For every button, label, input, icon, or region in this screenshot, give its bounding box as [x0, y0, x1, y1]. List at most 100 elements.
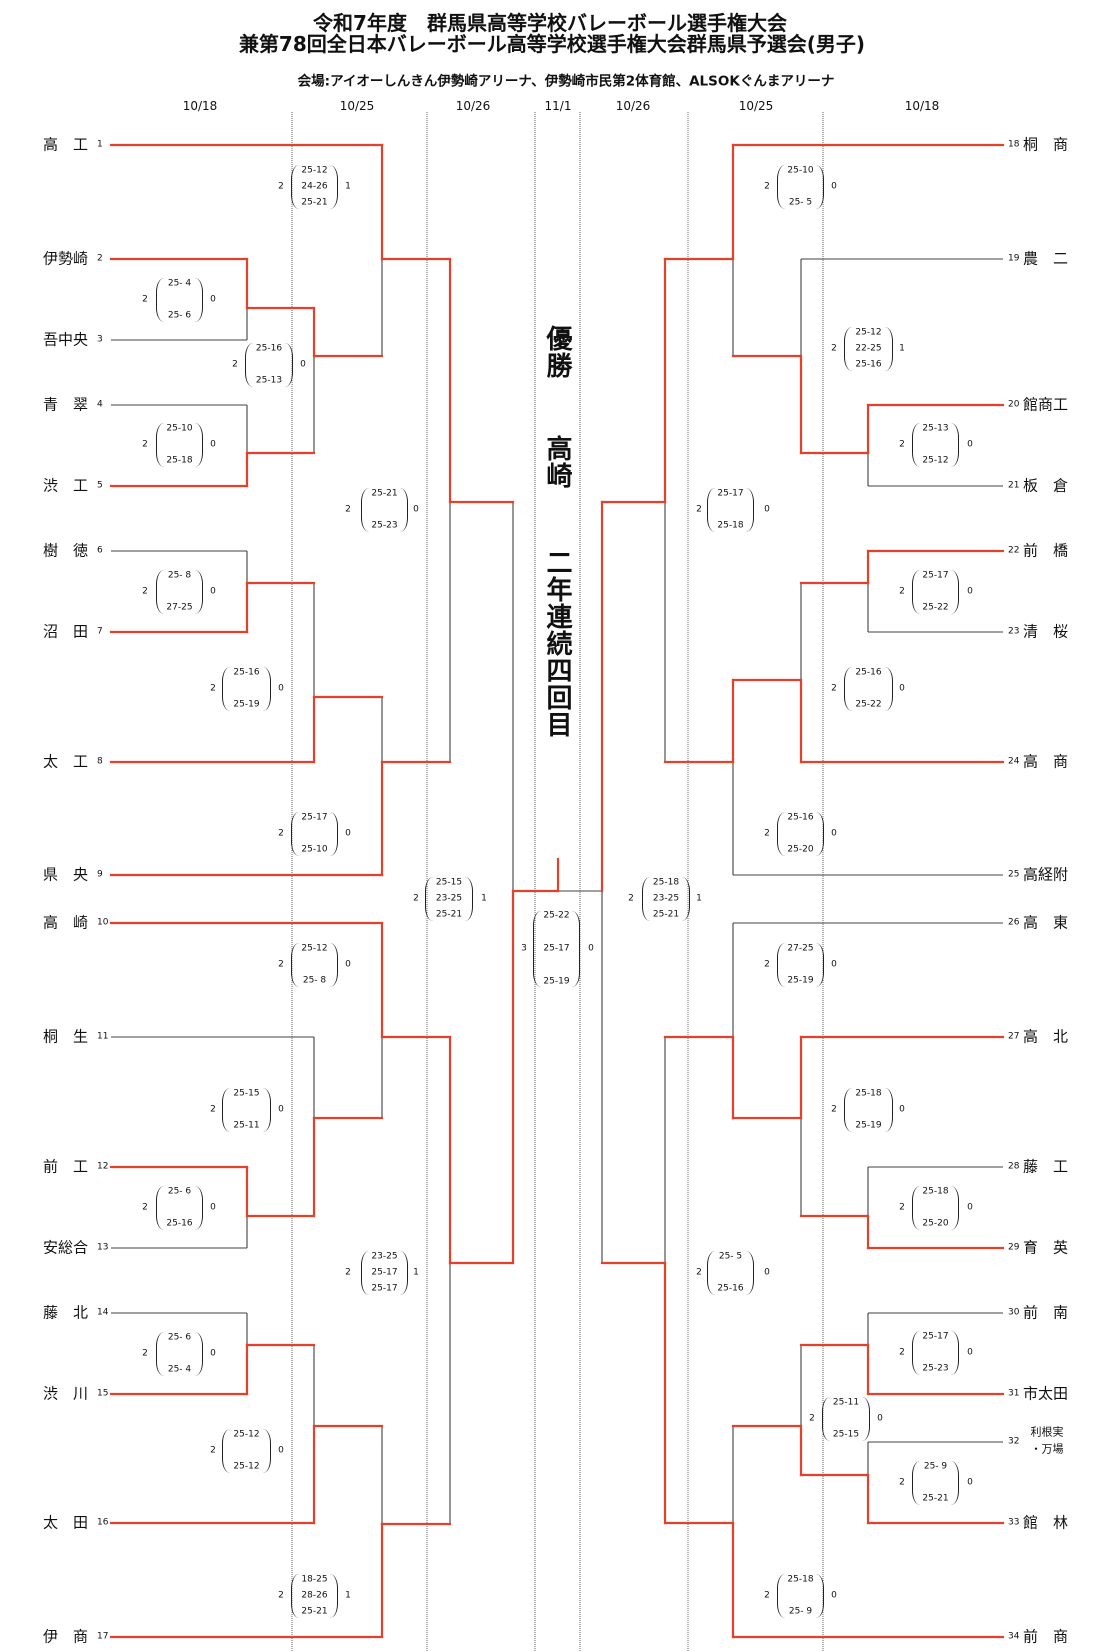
match-loser-sets: 1 — [696, 893, 702, 904]
match-set-score: 25-16 — [166, 1218, 193, 1229]
match-set-score: 25-16 — [855, 667, 882, 678]
match-winner-sets: 2 — [831, 683, 837, 694]
team-seed-number: 22 — [1008, 545, 1020, 556]
team-seed-number: 7 — [97, 626, 103, 637]
team-seed-number: 30 — [1008, 1307, 1020, 1318]
match-score-bracket — [777, 1574, 824, 1618]
team-seed-number: 19 — [1008, 253, 1020, 264]
final-score-bracket — [533, 911, 580, 987]
team-seed-number: 18 — [1008, 139, 1020, 150]
team-seed-number: 5 — [97, 480, 103, 491]
match-set-score: 23-25 — [652, 893, 680, 904]
final-set-score: 25-22 — [543, 910, 570, 921]
match-score-bracket — [912, 1461, 959, 1505]
match-score-bracket — [777, 165, 824, 209]
match-set-score: 25- 5 — [718, 1251, 743, 1262]
match-set-score: 25-17 — [371, 1267, 398, 1278]
match-winner-sets: 2 — [899, 1347, 905, 1358]
match-set-score: 25-15 — [233, 1088, 260, 1099]
round-date-final: 11/1 — [544, 99, 572, 113]
match-loser-sets: 0 — [967, 1477, 973, 1488]
match-set-score: 25-12 — [855, 327, 882, 338]
match-score-bracket — [912, 1331, 959, 1375]
match-winner-sets: 2 — [142, 1202, 148, 1213]
team-name: 板 倉 — [1023, 476, 1069, 495]
match-set-score: 25-19 — [233, 699, 260, 710]
title-line-1: 令和7年度 群馬県高等学校バレーボール選手権大会 — [313, 11, 787, 35]
team-seed-number: 3 — [97, 334, 103, 345]
match-winner-sets: 2 — [831, 1104, 837, 1115]
team-name: 高 東 — [1023, 913, 1069, 932]
team-seed-number: 23 — [1008, 626, 1020, 637]
round-date-right-1: 10/18 — [904, 99, 940, 113]
match-set-score: 25-12 — [301, 165, 328, 176]
team-name: 藤 北 — [42, 1303, 88, 1322]
match-loser-sets: 0 — [413, 504, 419, 515]
team-name: 伊勢崎 — [42, 249, 88, 268]
round-date-left-3: 10/26 — [455, 99, 491, 113]
match-loser-sets: 0 — [210, 294, 216, 305]
match-loser-sets: 1 — [345, 1590, 351, 1601]
match-set-score: 25- 8 — [167, 570, 192, 581]
match-loser-sets: 0 — [967, 1202, 973, 1213]
final-set-score: 25-17 — [543, 943, 570, 954]
final-winner-sets: 3 — [521, 943, 527, 954]
match-winner-sets: 2 — [142, 1348, 148, 1359]
team-name-line: 利根実 — [1030, 1425, 1064, 1439]
match-set-score: 25-13 — [922, 423, 949, 434]
final-set-score: 25-19 — [543, 976, 570, 987]
match-set-score: 25-18 — [855, 1088, 882, 1099]
match-score-bracket — [707, 1251, 754, 1295]
team-name: 太 工 — [42, 752, 88, 771]
team-name: 高 北 — [1023, 1027, 1069, 1046]
team-seed-number: 28 — [1008, 1161, 1020, 1172]
team-name: 青 翠 — [42, 395, 88, 414]
match-winner-sets: 2 — [764, 181, 770, 192]
team-name: 市太田 — [1023, 1384, 1069, 1403]
match-score-bracket — [156, 1186, 203, 1230]
match-set-score: 25-20 — [787, 844, 814, 855]
match-score-bracket — [156, 278, 203, 322]
match-score-bracket — [912, 423, 959, 467]
match-winner-sets: 2 — [899, 1477, 905, 1488]
match-loser-sets: 0 — [300, 359, 306, 370]
match-set-score: 25-21 — [301, 1606, 328, 1617]
match-set-score: 23-25 — [435, 893, 463, 904]
match-set-score: 25- 4 — [167, 1364, 192, 1375]
match-winner-sets: 2 — [278, 181, 284, 192]
match-winner-sets: 2 — [232, 359, 238, 370]
team-seed-number: 6 — [97, 545, 103, 556]
match-loser-sets: 0 — [831, 181, 837, 192]
team-name: 沼 田 — [42, 622, 88, 641]
match-loser-sets: 0 — [278, 1445, 284, 1456]
final-loser-sets: 0 — [588, 943, 594, 954]
match-loser-sets: 0 — [764, 504, 770, 515]
match-loser-sets: 0 — [210, 586, 216, 597]
match-set-score: 25-15 — [435, 877, 463, 888]
team-name: 安総合 — [42, 1238, 88, 1257]
title-line-2: 兼第78回全日本バレーボール高等学校選手権大会群馬県予選会(男子) — [238, 32, 866, 56]
team-seed-number: 25 — [1008, 869, 1020, 880]
match-set-score: 25- 9 — [788, 1606, 813, 1617]
match-winner-sets: 2 — [628, 893, 634, 904]
match-set-score: 24-26 — [301, 181, 328, 192]
match-set-score: 25-17 — [717, 488, 744, 499]
match-winner-sets: 2 — [764, 1590, 770, 1601]
match-score-bracket — [156, 570, 203, 614]
match-set-score: 25-11 — [233, 1120, 260, 1131]
team-name: 高 工 — [42, 135, 88, 154]
match-loser-sets: 0 — [210, 1202, 216, 1213]
team-name: 高 崎 — [42, 913, 88, 932]
round-date-right-2: 10/25 — [738, 99, 774, 113]
match-winner-sets: 2 — [142, 439, 148, 450]
match-set-score: 25-12 — [233, 1429, 260, 1440]
match-set-score: 25-15 — [832, 1429, 860, 1440]
match-loser-sets: 0 — [278, 683, 284, 694]
match-score-bracket — [291, 943, 338, 987]
match-loser-sets: 0 — [831, 828, 837, 839]
match-set-score: 25-18 — [787, 1574, 814, 1585]
match-loser-sets: 0 — [967, 1347, 973, 1358]
match-set-score: 25-16 — [855, 359, 882, 370]
match-winner-sets: 2 — [899, 439, 905, 450]
match-score-bracket — [912, 570, 959, 614]
